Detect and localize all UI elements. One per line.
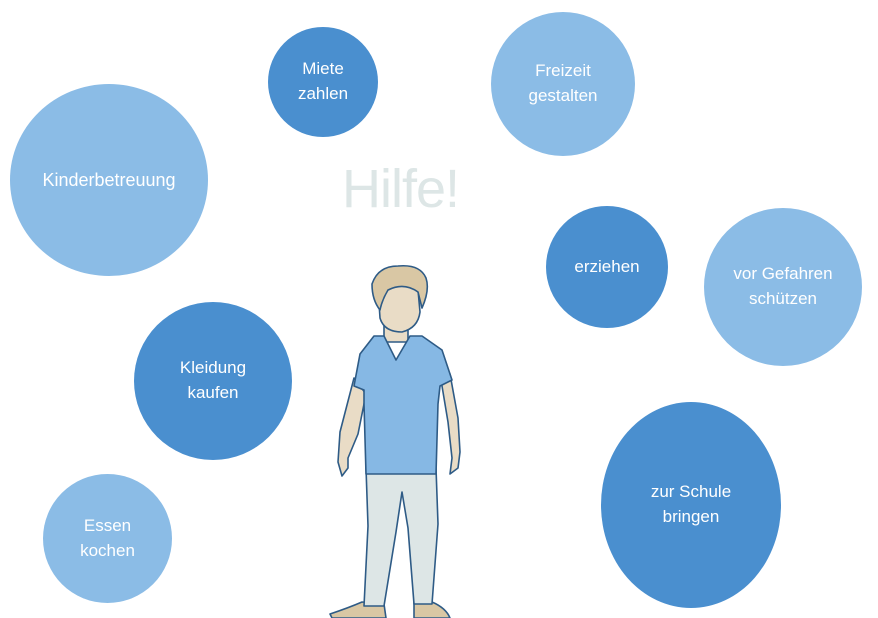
bubble-text-line: erziehen (574, 256, 640, 276)
child-figure-illustration (329, 264, 461, 618)
bubble-text-line: zur Schule (650, 482, 732, 502)
bubble-kinderbetreuung: Kinderbetreuung (10, 84, 208, 276)
bubble-vor-gefahren-schuetzen: vor Gefahren schützen (704, 208, 862, 366)
bubble-text-line: Miete (302, 59, 344, 79)
arm-left-icon (337, 377, 367, 477)
bubble-text-line: schützen (748, 289, 818, 308)
bubble-miete-zahlen: Miete zahlen (268, 27, 378, 137)
bubble-essen-kochen: Essen kochen (43, 474, 172, 603)
bubble-freizeit-gestalten: Freizeit gestalten (491, 12, 635, 156)
bubble-text-line: Freizeit (535, 61, 591, 81)
shirt-icon (353, 335, 453, 475)
bubble-text-line: kochen (80, 540, 135, 560)
bubble-text-line: kaufen (187, 383, 239, 402)
bubble-text-line: vor Gefahren (733, 264, 833, 284)
help-title: Hilfe! (342, 159, 460, 219)
bubble-text-line: zahlen (297, 84, 349, 103)
pants-icon (363, 467, 439, 607)
bubble-text-line: bringen (662, 507, 720, 526)
bubble-text-line: Kinderbetreuung (42, 169, 176, 190)
bubble-zur-schule-bringen: zur Schule bringen (601, 402, 781, 608)
bubble-text-line: Kleidung (179, 358, 247, 378)
arm-right-icon (439, 373, 461, 475)
bubble-text-line: Essen (83, 515, 132, 535)
bubble-erziehen: erziehen (546, 206, 668, 328)
hair-icon (371, 264, 429, 311)
bubble-kleidung-kaufen: Kleidung kaufen (134, 302, 292, 460)
bubble-text-line: gestalten (528, 86, 598, 105)
